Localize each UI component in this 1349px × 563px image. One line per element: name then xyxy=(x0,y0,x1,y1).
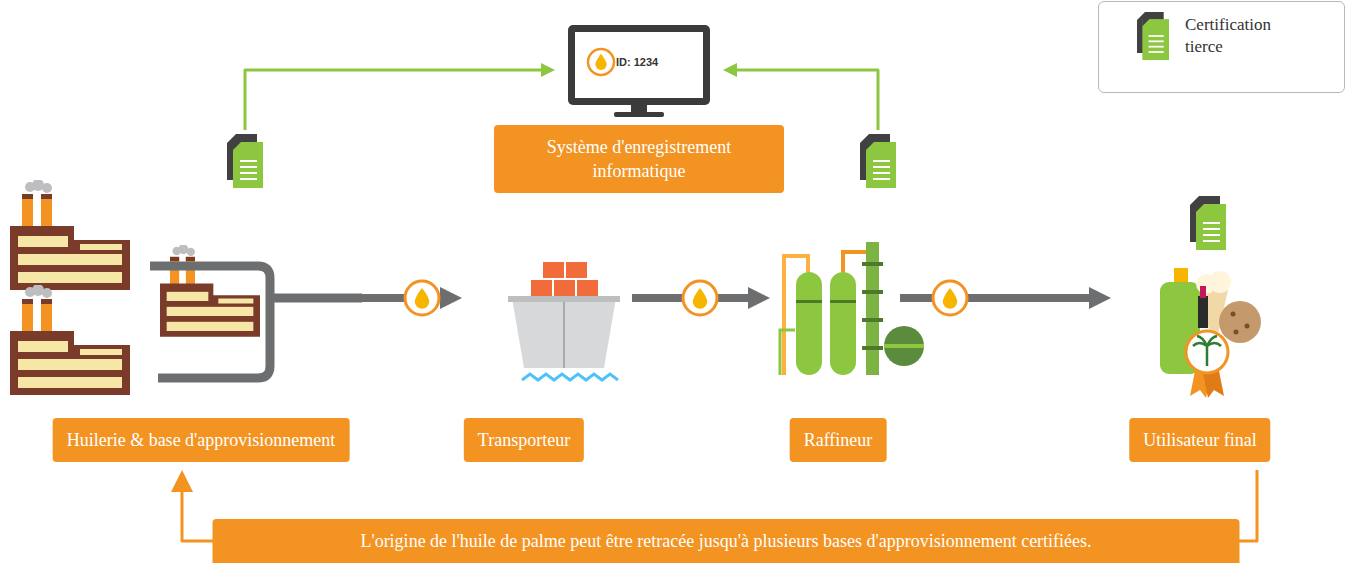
stage-label: Raffineur xyxy=(790,418,887,462)
mill-icons xyxy=(10,179,260,395)
supply-chain-stage: Huilerie & base d'approvisionnement xyxy=(5,130,360,470)
record-id: ID: 1234 xyxy=(616,55,658,69)
stage-label: Système d'enregistrement informatique xyxy=(494,125,784,193)
computer-monitor xyxy=(568,25,710,117)
certificate-icon xyxy=(1137,12,1169,60)
supply-chain-stage: Transporteur xyxy=(462,255,632,470)
supply-chain-stage: Système d'enregistrement informatique xyxy=(555,22,723,194)
flow-caption: L'origine de l'huile de palme peut être … xyxy=(213,519,1240,563)
flow-arrow xyxy=(733,70,878,130)
supply-chain-stage: Raffineur xyxy=(770,130,900,470)
stage-label: Huilerie & base d'approvisionnement xyxy=(53,418,350,462)
supply-chain-stage: Utilisateur final xyxy=(1111,190,1289,470)
legend-box: Certification tierce xyxy=(1098,1,1345,93)
stage-label: Utilisateur final xyxy=(1129,418,1270,462)
ship-icon xyxy=(508,262,620,380)
stage-label: Transporteur xyxy=(464,418,584,462)
legend-item: Certification tierce xyxy=(1137,12,1305,60)
oil-drop xyxy=(405,281,967,315)
products-icon xyxy=(1160,268,1261,398)
supply-pipe xyxy=(150,266,362,378)
flow-arrow xyxy=(900,294,1096,302)
flow-arrow xyxy=(245,70,545,130)
refinery-icon xyxy=(780,242,924,375)
legend-text: Certification tierce xyxy=(1185,14,1305,58)
